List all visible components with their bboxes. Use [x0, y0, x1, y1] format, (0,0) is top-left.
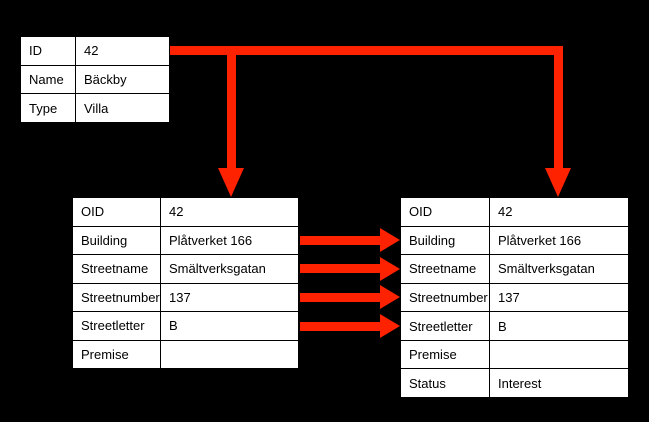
arrow-right-icon	[380, 314, 400, 338]
table-row: Type Villa	[21, 94, 169, 123]
table-row: Streetletter B	[401, 312, 628, 341]
field-value: 42	[498, 204, 513, 220]
field-value: B	[498, 318, 507, 334]
streetname-link-arrow-shaft	[300, 264, 380, 273]
arrow-down-icon	[545, 168, 571, 197]
streetnumber-link-arrow-shaft	[300, 293, 380, 302]
field-label: Status	[401, 369, 490, 398]
table-row: Premise	[401, 340, 628, 370]
field-value: Villa	[84, 100, 109, 116]
streetletter-link-arrow-shaft	[300, 322, 380, 331]
field-label: Streetletter	[73, 312, 161, 340]
table-row: Building Plåtverket 166	[73, 226, 298, 255]
field-value: 137	[498, 290, 520, 306]
table-row: Streetnumber 137	[73, 283, 298, 312]
field-label: Streetname	[73, 255, 161, 283]
field-label: OID	[73, 198, 161, 226]
table-row: Name Bäckby	[21, 65, 169, 95]
field-label: Streetname	[401, 255, 490, 283]
arrow-right-icon	[380, 228, 400, 252]
arrow-right-icon	[380, 257, 400, 281]
table-row: OID 42	[73, 198, 298, 227]
arrow-right-icon	[380, 285, 400, 309]
field-value	[490, 341, 628, 369]
field-value	[161, 341, 298, 369]
address-record-table-left: OID 42 Building Plåtverket 166 Streetnam…	[72, 197, 299, 369]
field-label: OID	[401, 198, 490, 226]
table-row: Premise	[73, 340, 298, 369]
field-label: Premise	[401, 340, 490, 369]
field-label: Type	[21, 94, 76, 123]
table-row: ID 42	[21, 37, 169, 66]
table-row: Streetname Smältverksgatan	[73, 255, 298, 284]
field-label: Building	[401, 226, 490, 255]
field-value: 42	[169, 204, 184, 220]
field-label: Streetnumber	[401, 283, 490, 312]
field-value: Interest	[498, 375, 542, 391]
address-record-table-right: OID 42 Building Plåtverket 166 Streetnam…	[400, 197, 629, 398]
field-label: Streetnumber	[73, 283, 161, 311]
field-value: Smältverksgatan	[498, 261, 595, 277]
connector-id-to-left-vertical-line	[227, 46, 236, 169]
field-value: Plåtverket 166	[498, 232, 582, 248]
field-label: Building	[73, 226, 161, 254]
field-value: Smältverksgatan	[169, 261, 266, 277]
connector-id-horizontal-line	[170, 46, 563, 55]
field-value: Plåtverket 166	[169, 232, 253, 248]
field-value: 42	[84, 43, 99, 59]
field-label: Name	[21, 65, 76, 94]
arrow-down-icon	[218, 168, 244, 197]
table-row: Building Plåtverket 166	[401, 226, 628, 256]
field-label: Streetletter	[401, 312, 490, 340]
table-row: Streetname Smältverksgatan	[401, 255, 628, 284]
building-link-arrow-shaft	[300, 236, 380, 245]
field-value: Bäckby	[84, 72, 127, 87]
table-row: OID 42	[401, 198, 628, 227]
field-value: B	[169, 318, 178, 334]
field-label: Premise	[73, 340, 161, 368]
table-row: Status Interest	[401, 369, 628, 398]
table-row: Streetnumber 137	[401, 283, 628, 313]
field-value: 137	[169, 289, 191, 305]
table-row: Streetletter B	[73, 312, 298, 341]
field-label: ID	[21, 37, 76, 65]
connector-id-to-right-vertical-line	[554, 46, 563, 169]
estate-record-table: ID 42 Name Bäckby Type Villa	[20, 36, 170, 123]
